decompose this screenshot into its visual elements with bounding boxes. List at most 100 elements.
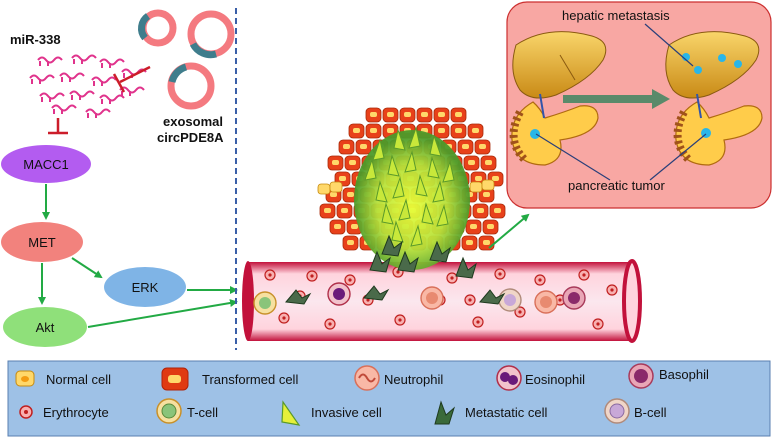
mirna-icon [99, 94, 125, 102]
metastatic-cell-icon [434, 400, 456, 425]
mirna-icon [69, 90, 95, 98]
tumor-dot [530, 129, 540, 139]
legend-label: Invasive cell [311, 405, 382, 420]
invasive-cell-icon [372, 138, 385, 161]
legend-label: T-cell [187, 405, 218, 420]
metastasis-panel: hepatic metastasis pancreatic tumor [506, 1, 772, 209]
exosome-icon [167, 62, 215, 110]
duct-line [539, 93, 545, 119]
legend-item-t-cell: T-cell [156, 398, 218, 424]
metastatic-cell-icon [285, 289, 312, 305]
legend: Normal cell Transformed cell Neutrophil … [7, 360, 771, 437]
invasive-core [354, 130, 470, 270]
metastatic-cell-icon [381, 234, 403, 257]
invasive-cell-icon [393, 128, 406, 151]
invasive-cell-icon [375, 180, 388, 203]
pancreatic-tumor-label: pancreatic tumor [568, 178, 665, 193]
legend-item-eosinophil: Eosinophil [496, 365, 585, 391]
erk-label: ERK [132, 280, 159, 295]
invasive-cell-icon [410, 224, 423, 247]
invasive-cell-icon [387, 154, 400, 177]
mirna-icon [29, 74, 55, 82]
inhibit-mirna-macc1 [48, 118, 68, 135]
tumor-mass [317, 107, 506, 279]
metastatic-cell-icon [363, 285, 390, 301]
pancreas-icon [673, 101, 763, 166]
mirna-icon [37, 56, 63, 64]
mirna-icon [39, 92, 65, 100]
legend-label: Normal cell [46, 372, 111, 387]
invasive-cell-icon [429, 134, 442, 157]
legend-label: Erythrocyte [43, 405, 109, 420]
pancreas-icon [509, 101, 599, 166]
exosome-label-line2: circPDE8A [157, 130, 224, 145]
progression-arrow [563, 89, 670, 109]
exosome-label-line1: exosomal [163, 114, 223, 129]
invasive-cell-icon [392, 176, 405, 199]
met-label: MET [28, 235, 56, 250]
duct-line [696, 93, 702, 119]
pancreatic-pointer-left [535, 133, 611, 181]
metastatic-cell-icon [479, 289, 506, 305]
mirna-icon [51, 104, 77, 112]
legend-label: Metastatic cell [465, 405, 547, 420]
arrow-to-metastasis [488, 213, 530, 249]
invasive-cell-icon [421, 202, 434, 225]
legend-label: B-cell [634, 405, 667, 420]
normal-cell-icon [481, 179, 495, 191]
legend-label: Transformed cell [202, 372, 298, 387]
erk-node: ERK [104, 267, 186, 307]
invasive-cell-icon [364, 158, 377, 181]
macc1-node: MACC1 [1, 145, 91, 183]
macc1-label: MACC1 [23, 157, 69, 172]
blood-vessel [242, 259, 642, 343]
mirna-label: miR-338 [10, 32, 61, 47]
legend-item-basophil: Basophil [628, 363, 709, 389]
normal-cell-icon [329, 181, 343, 193]
legend-item-transformed-cell: Transformed cell [161, 367, 298, 391]
legend-item-b-cell: B-cell [604, 398, 667, 424]
akt-node: Akt [3, 307, 87, 347]
inhibit-exosome-mirna [112, 65, 151, 93]
legend-item-erythrocyte: Erythrocyte [19, 405, 109, 420]
mirna-icon [99, 58, 125, 66]
invasive-cell-icon [408, 126, 421, 149]
pathway-panel: miR-338 exosomal circPDE8A [1, 9, 238, 347]
invasive-cell-icon [281, 400, 301, 426]
liver-icon [512, 31, 607, 99]
legend-label: Neutrophil [384, 372, 443, 387]
mirna-cluster [29, 54, 147, 118]
metastasis-dot [682, 53, 690, 61]
exosome-icon [187, 10, 235, 59]
metastasis-dot [718, 54, 726, 62]
normal-cell-icon [469, 181, 483, 193]
mirna-icon [91, 76, 117, 84]
vessel-cells [253, 266, 618, 330]
mirna-icon [119, 86, 145, 94]
invasive-cell-icon [415, 174, 428, 197]
akt-label: Akt [36, 320, 55, 335]
metastatic-cells [369, 234, 477, 279]
liver-icon [665, 31, 760, 99]
invasive-cell-icon [427, 156, 440, 179]
mirna-icon [71, 54, 97, 62]
invasive-cell-icon [391, 220, 404, 243]
arrow-akt-vessel [87, 299, 238, 328]
invasive-cell-icon [381, 202, 394, 225]
exosome-icon [138, 9, 177, 47]
invasive-cell-icon [432, 180, 445, 203]
legend-item-neutrophil: Neutrophil [354, 365, 443, 391]
legend-item-metastatic-cell: Metastatic cell [434, 400, 547, 425]
invasive-cells [364, 126, 455, 247]
metastasis-dot [734, 60, 742, 68]
mirna-icon [85, 108, 111, 116]
mirna-icon [59, 72, 85, 80]
metastatic-cell-icon [369, 250, 391, 273]
pancreatic-pointer-right [649, 133, 707, 181]
legend-item-invasive-cell: Invasive cell [281, 400, 382, 426]
metastatic-cell-icon [397, 250, 419, 273]
arrow-met-erk [71, 257, 103, 279]
metastatic-cell-icon [455, 256, 477, 279]
invasive-cell-icon [398, 198, 411, 221]
